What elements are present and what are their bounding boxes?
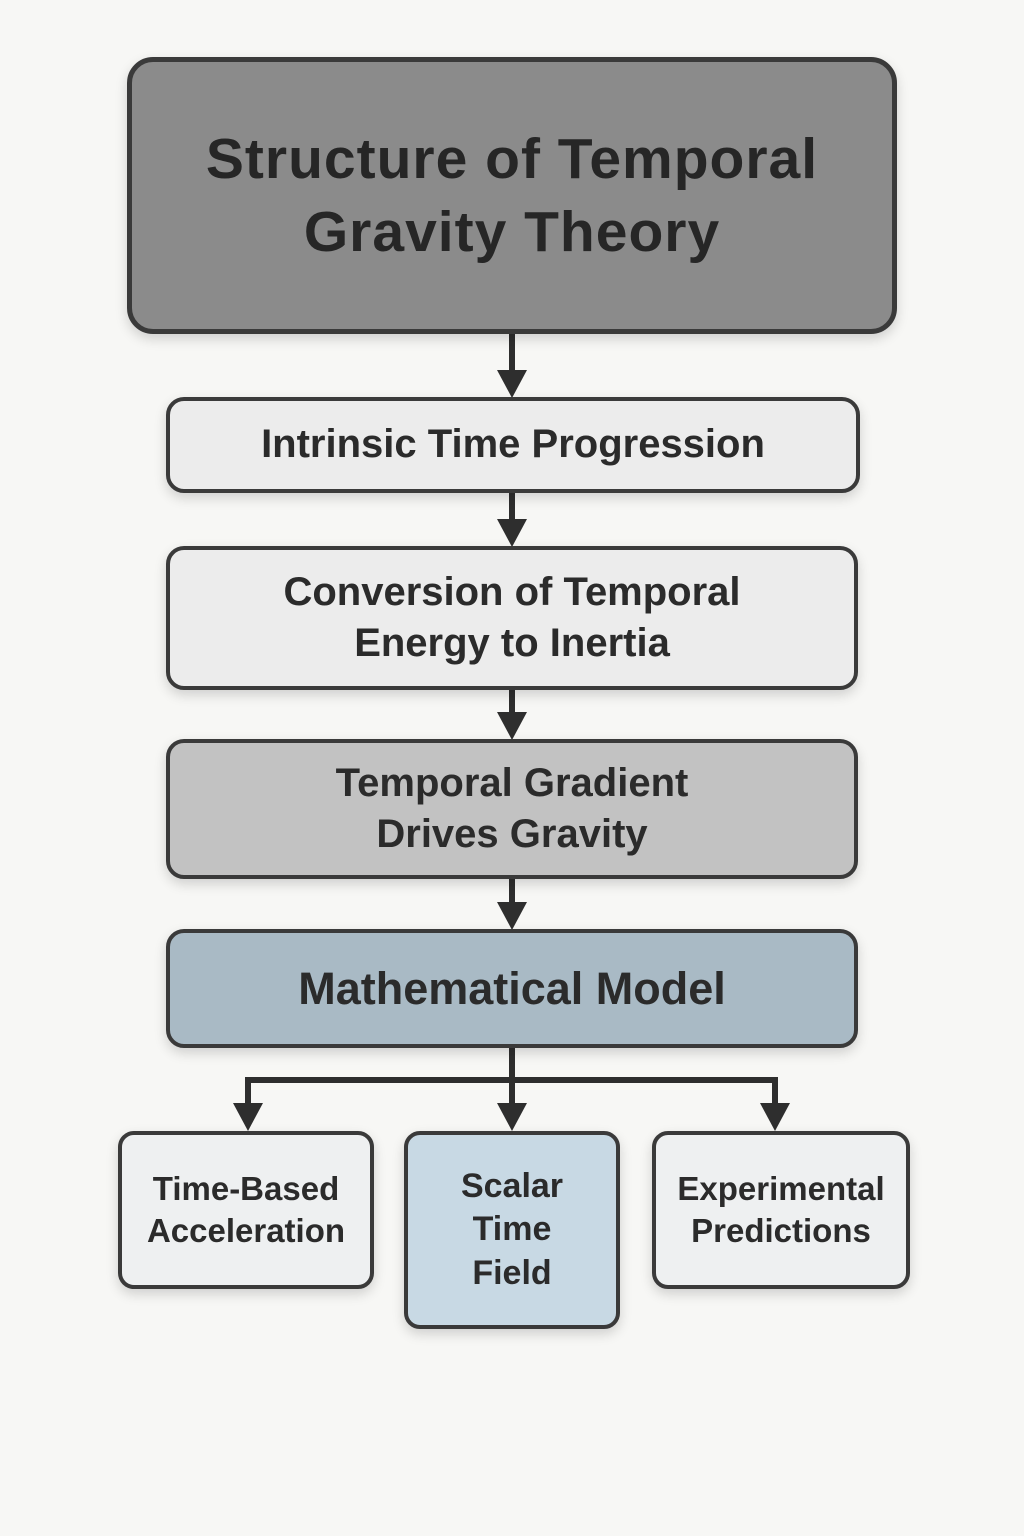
- gradient-label: Temporal Gradient Drives Gravity: [335, 760, 689, 856]
- model-label: Mathematical Model: [298, 962, 726, 1014]
- scalar-label: Scalar Time Field: [460, 1166, 564, 1292]
- predictions-label: Experimental Predictions: [677, 1169, 885, 1249]
- node-scalar-time-field: Scalar Time Field: [404, 1131, 620, 1329]
- acceleration-label: Time-Based Acceleration: [146, 1169, 346, 1249]
- node-conversion-temporal-energy: Conversion of Temporal Energy to Inertia: [166, 546, 858, 690]
- node-time-based-acceleration: Time-Based Acceleration: [118, 1131, 374, 1289]
- node-temporal-gradient-gravity: Temporal Gradient Drives Gravity: [166, 739, 858, 879]
- node-title: Structure of Temporal Gravity Theory: [127, 57, 897, 334]
- arrow-gradient-to-model: [497, 879, 527, 930]
- title-text: Structure of Temporal Gravity Theory: [205, 126, 819, 264]
- conversion-label: Conversion of Temporal Energy to Inertia: [283, 569, 741, 665]
- node-mathematical-model: Mathematical Model: [166, 929, 858, 1048]
- node-intrinsic-time-progression: Intrinsic Time Progression: [166, 397, 860, 493]
- arrow-conversion-to-gradient: [497, 690, 527, 740]
- arrow-intrinsic-to-conversion: [497, 493, 527, 547]
- branch-connector: [233, 1048, 790, 1131]
- intrinsic-label: Intrinsic Time Progression: [261, 422, 765, 467]
- node-experimental-predictions: Experimental Predictions: [652, 1131, 910, 1289]
- arrow-title-to-intrinsic: [497, 334, 527, 398]
